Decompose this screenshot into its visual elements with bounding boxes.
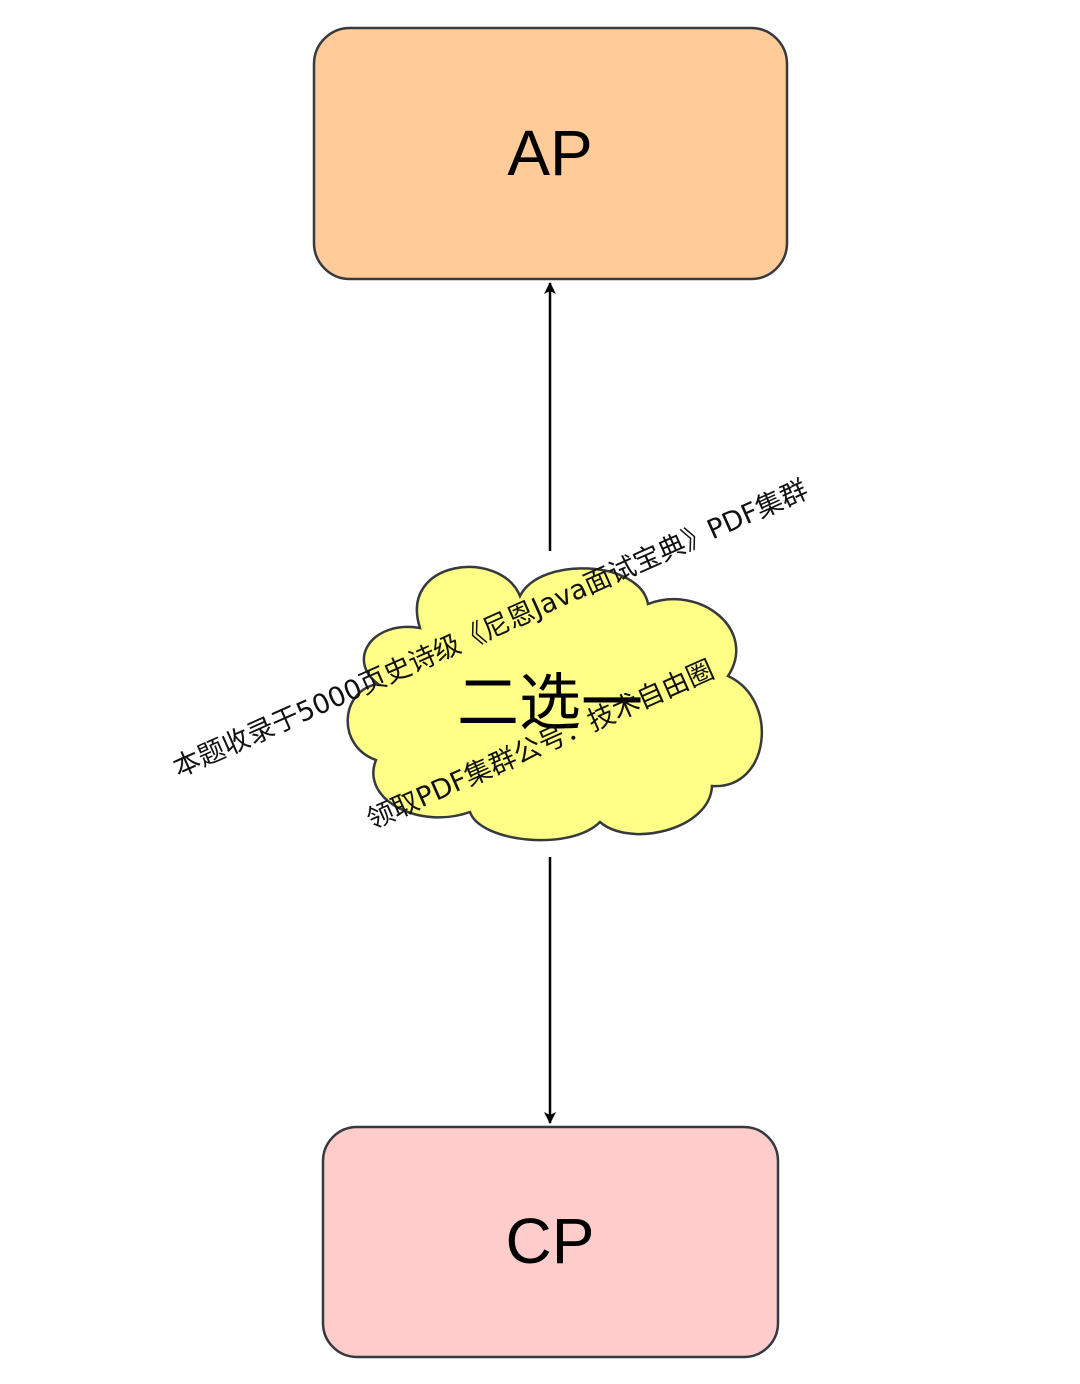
choice-cloud-node[interactable]: 二选一 [346, 565, 763, 842]
choice-label: 二选一 [457, 666, 643, 739]
ap-node[interactable]: AP [312, 26, 789, 281]
ap-label: AP [507, 117, 592, 189]
cp-label: CP [506, 1205, 595, 1277]
cp-node[interactable]: CP [321, 1125, 780, 1359]
